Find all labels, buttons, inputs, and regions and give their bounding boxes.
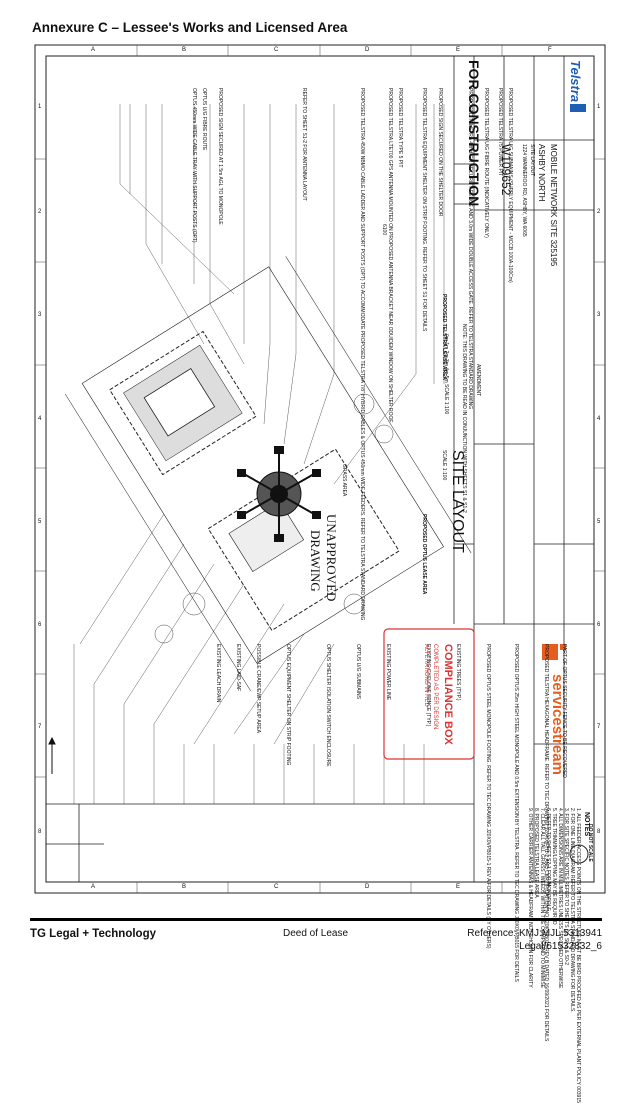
callout-r2: PROPOSED TELSTRA U/G FIBRE ROUTE (INDICA… <box>483 88 489 238</box>
grid-number-2: 2 <box>38 209 42 215</box>
callout-l11: EXISTING LAID-SAF <box>235 644 241 692</box>
footer-reference: Reference: KMJ:MJL 5313941 Legal/6153283… <box>467 928 602 953</box>
compliance-sub2: ALTERATIONS IN RED <box>423 644 429 707</box>
callout-r12: OPTUS 450mm WIDE CABLE TRAY WITH SUPPORT… <box>191 88 197 243</box>
callout-r10: PROPOSED SIGN SECURED AT 1.5m AGL TO MON… <box>217 88 223 225</box>
grid-letter-b: B <box>182 47 187 53</box>
grid-number-7: 7 <box>597 724 601 730</box>
unapproved-stamp-line2: DRAWING <box>308 530 323 592</box>
grid-number-8: 8 <box>38 829 42 835</box>
compliance-title: COMPLIANCE BOX <box>442 644 454 745</box>
grid-letter-a: A <box>91 884 96 890</box>
callout-r4: PROPOSED SIGN SECURED ON THE SHELTER DOO… <box>437 88 443 217</box>
scale-bar: 0m 1m 2m 3m 4m 5m SCALE 1:100 <box>443 334 449 415</box>
grid-letter-f: F <box>548 47 552 53</box>
grid-number-3: 3 <box>597 312 601 318</box>
grid-letter-a: A <box>91 47 96 53</box>
footer-document: Deed of Lease <box>283 928 349 939</box>
note-4: 4. ALL DIMENSIONS ARE IN MILLIMETRES UNL… <box>557 808 563 989</box>
grid-letter-c: C <box>274 47 279 53</box>
grass-area-label: GRASS AREA <box>341 464 347 497</box>
note-9: 9. OTHER CARRIER ANTENNAS & HEADFRAME NO… <box>527 808 533 988</box>
grid-letter-e: E <box>456 47 461 53</box>
dim-label: 6100 <box>381 224 387 236</box>
grid-letter-d: D <box>365 884 370 890</box>
grid-number-5: 5 <box>597 519 601 525</box>
grid-number-6: 6 <box>38 622 42 628</box>
legal-line: Legal/61532832_6 <box>519 940 602 952</box>
note-5: 5. TREE TRIMMING/LOPPING MAY BE REQUIRED <box>551 808 557 925</box>
note-2: 2. FOR ONE LINE DIAGRAM REFER TO TELSTRA… <box>569 808 575 1013</box>
grid-number-4: 4 <box>597 416 601 422</box>
servicestream-logo: servicestream <box>549 674 566 775</box>
grid-number-5: 5 <box>38 519 42 525</box>
callout-l8: OPTUS SHELTER ISOLATION SWITCH ENCLOSURE <box>325 644 331 767</box>
network-site: MOBILE NETWORK SITE 325195 <box>549 144 558 267</box>
site-address: 1224 WANNEROO RD, ASHBY, WA 6065 <box>521 144 527 237</box>
drawing-sheet: PROPOSED TELSTRA U/G SUBMAINS (SUPPLY EQ… <box>34 44 606 1103</box>
drawing-linework <box>34 44 606 894</box>
drawing-number: W109652 <box>499 144 513 196</box>
grid-number-1: 1 <box>38 104 42 110</box>
callout-r5: PROPOSED TELSTRA EQUIPMENT SHELTER ON ST… <box>421 88 427 332</box>
unapproved-stamp-line1: UNAPPROVED <box>324 514 339 602</box>
grid-letter-b: B <box>182 884 187 890</box>
callout-l7: OPTUS U/G SUBMAINS <box>355 644 361 700</box>
footer-firm: TG Legal + Technology <box>30 928 156 940</box>
read-with-note: NOTE: THIS DRAWING TO BE READ IN CONJUNC… <box>461 324 467 513</box>
footer-rule <box>30 918 602 921</box>
grid-letter-c: C <box>274 884 279 890</box>
rotated-text-layer: PROPOSED TELSTRA U/G SUBMAINS (SUPPLY EQ… <box>34 44 606 1103</box>
note-8: 8. PROPOSED TELSTRA LEASE AREA <box>533 808 539 898</box>
grid-letter-f: F <box>548 884 552 890</box>
callout-l6: EXISTING POWER LINE <box>385 644 391 701</box>
callout-l9: OPTUS EQUIPMENT SHELTER ON STRIP FOOTING <box>285 644 291 766</box>
compliance-sub1: COMPLETED AS PER DESIGN <box>432 644 438 730</box>
grid-number-7: 7 <box>38 724 42 730</box>
callout-r7: PROPOSED TELSTRA LTE700 GPS ANTENNA MOUN… <box>387 88 393 423</box>
site-layout-scale: SCALE 1:100 <box>441 450 447 481</box>
callout-l4: EXISTING TREES (TYP.) <box>455 644 461 701</box>
callout-r6: PROPOSED TELSTRA TYPE 5 PIT <box>397 88 403 168</box>
amendment-header: AMENDMENT <box>475 364 481 397</box>
grid-letter-d: D <box>365 47 370 53</box>
page-heading: Annexure C – Lessee's Works and Licensed… <box>32 20 348 35</box>
callout-r8: PROPOSED TELSTRA 450W NBMO CABLE LADDER … <box>359 88 365 621</box>
callout-r11: OPTUS U/G FIBRE ROUTE <box>201 88 207 151</box>
grid-number-6: 6 <box>597 622 601 628</box>
note-6: 6. REFER TO SHEET S2-1 FOR MONOPOLE <box>545 808 551 911</box>
note-1: 1. ALL FEEDER ACCESS POINTS ON THE STRUC… <box>575 808 581 1103</box>
callout-r9: REFER TO SHEET S1-2 FOR ANTENNA LAYOUT <box>301 88 307 201</box>
callout-l3: PROPOSED OPTUS STEEL MONOPOLE FOOTING. R… <box>485 644 491 949</box>
callout-l12: EXISTING LEACH DRAIN <box>215 644 221 703</box>
for-construction: FOR CONSTRUCTION <box>466 60 482 207</box>
grid-number-1: 1 <box>597 104 601 110</box>
grid-letter-e: E <box>456 884 461 890</box>
reference-line: Reference: KMJ:MJL 5313941 <box>467 928 602 939</box>
grid-number-3: 3 <box>38 312 42 318</box>
grid-number-2: 2 <box>597 209 601 215</box>
callout-l10: POSSIBLE CRANE/EWP SETUP AREA <box>255 644 261 734</box>
sheet-type: SITE LAYOUT <box>529 144 535 177</box>
optus-lease-label: PROPOSED OPTUS LEASE AREA <box>421 514 427 595</box>
grid-number-4: 4 <box>38 416 42 422</box>
grid-number-8: 8 <box>597 829 601 835</box>
telstra-logo: Telstra <box>568 60 583 103</box>
headframe <box>243 454 315 534</box>
do-not-scale: DO NOT SCALE <box>587 824 593 862</box>
site-name: ASHBY NORTH <box>537 144 546 202</box>
note-7: 7. CLEAR ALL TALL GRASS / WEEDS WITHIN T… <box>539 808 545 989</box>
